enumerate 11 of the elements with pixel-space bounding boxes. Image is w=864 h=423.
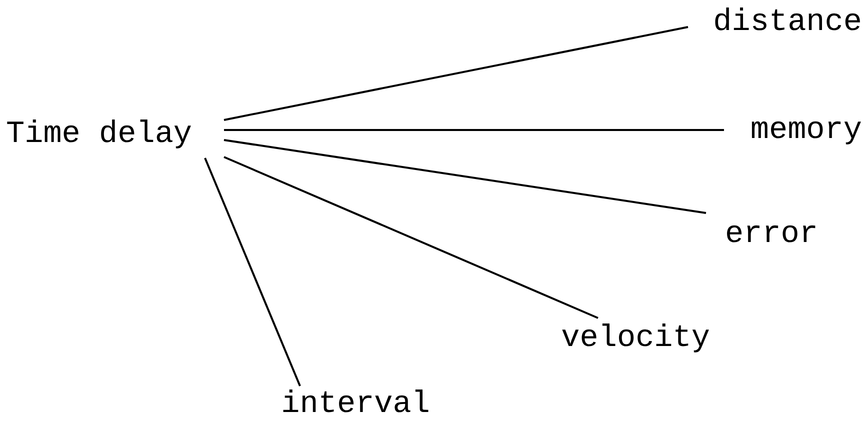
- node-label: Time delay: [6, 116, 192, 152]
- connector-line: [224, 156, 598, 319]
- connector-line: [204, 158, 301, 386]
- node-label: interval: [281, 386, 430, 422]
- node-label: distance: [713, 4, 862, 40]
- connector-line: [224, 26, 688, 121]
- node-label: velocity: [561, 320, 710, 356]
- connector-line: [224, 129, 724, 131]
- connector-line: [224, 139, 706, 214]
- node-label: memory: [750, 112, 862, 148]
- node-label: error: [724, 216, 818, 252]
